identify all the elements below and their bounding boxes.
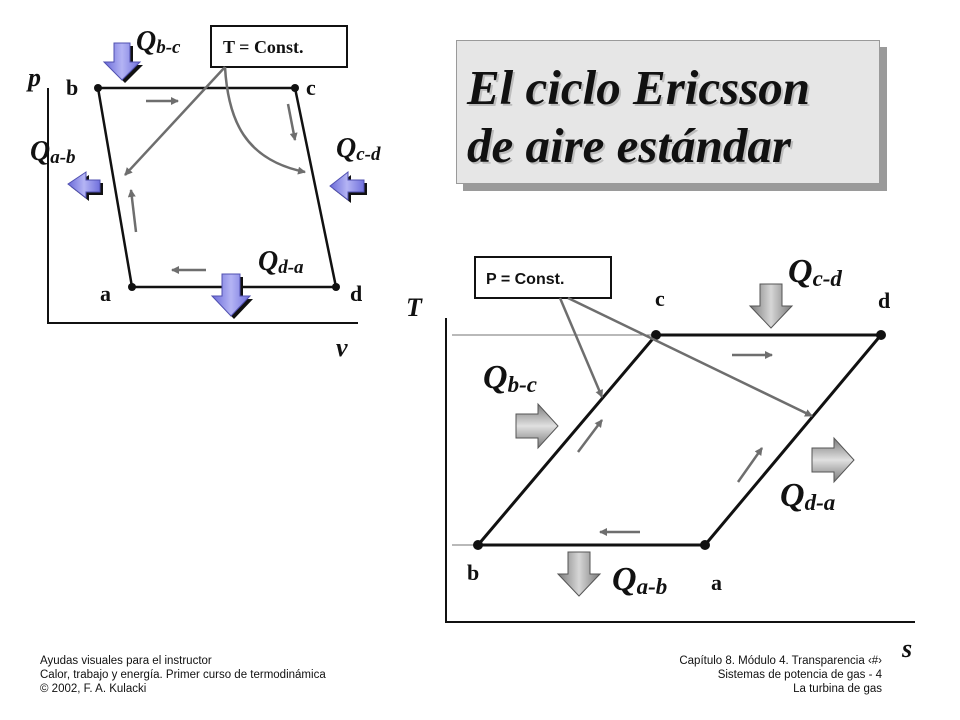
title-line-1: El ciclo Ericsson bbox=[467, 60, 811, 115]
pv-label-b: b bbox=[66, 75, 78, 100]
ts-callout-line-1 bbox=[558, 297, 604, 398]
pv-direction-arrow-ab bbox=[127, 189, 138, 233]
pv-diagram: p v b c d a T = Const. bbox=[26, 25, 381, 362]
footer-right-line-1: Capítulo 8. Módulo 4. Transparencia ‹#› bbox=[679, 655, 882, 667]
footer-left-line-1: Ayudas visuales para el instructor bbox=[40, 655, 212, 667]
ts-heat-arrow-ab bbox=[556, 551, 602, 597]
pv-point-b bbox=[94, 84, 102, 92]
ts-diagram: T s c d b a P = Const. bbox=[406, 253, 915, 663]
ts-axis-label-s: s bbox=[901, 634, 912, 663]
ts-heat-label-bc: Qb-c bbox=[483, 359, 537, 397]
ts-direction-arrow-da bbox=[736, 447, 764, 483]
ts-label-c: c bbox=[655, 286, 665, 311]
pv-point-d bbox=[332, 283, 340, 291]
pv-heat-arrow-cd bbox=[329, 170, 367, 203]
ts-constant-label: P = Const. bbox=[486, 271, 564, 288]
ts-point-c bbox=[651, 330, 661, 340]
ts-point-d bbox=[876, 330, 886, 340]
footer-right-line-3: La turbina de gas bbox=[793, 683, 882, 695]
pv-label-c: c bbox=[306, 75, 316, 100]
ts-point-a bbox=[700, 540, 710, 550]
pv-heat-arrow-ab bbox=[67, 171, 103, 201]
pv-heat-arrow-da bbox=[210, 273, 253, 319]
footer-right: Capítulo 8. Módulo 4. Transparencia ‹#› … bbox=[679, 654, 882, 696]
footer-right-line-2: Sistemas de potencia de gas - 4 bbox=[717, 669, 882, 681]
pv-heat-label-bc: Qb-c bbox=[136, 26, 181, 58]
ts-direction-arrow-bc bbox=[577, 419, 603, 453]
pv-heat-label-da: Qd-a bbox=[258, 246, 304, 278]
pv-callout-line-1 bbox=[124, 66, 226, 176]
title-box: El ciclo Ericsson de aire estándar bbox=[456, 40, 880, 184]
ts-callout-line-2 bbox=[567, 296, 813, 418]
ts-label-d: d bbox=[878, 288, 890, 313]
title-line-2: de aire estándar bbox=[467, 118, 791, 173]
footer-left: Ayudas visuales para el instructor Calor… bbox=[40, 654, 326, 696]
footer-left-line-2: Calor, trabajo y energía. Primer curso d… bbox=[40, 669, 326, 681]
pv-constant-label: T = Const. bbox=[223, 37, 303, 57]
pv-heat-label-ab: Qa-b bbox=[30, 136, 76, 168]
ts-axis-label-T: T bbox=[406, 293, 423, 322]
pv-heat-label-cd: Qc-d bbox=[336, 133, 381, 165]
ts-heat-arrow-cd bbox=[748, 283, 794, 329]
pv-direction-arrow-cd bbox=[286, 103, 298, 141]
ts-heat-arrow-da bbox=[811, 436, 855, 484]
pv-axis-label-p: p bbox=[26, 63, 41, 92]
ts-point-b bbox=[473, 540, 483, 550]
footer-left-line-3: © 2002, F. A. Kulacki bbox=[40, 683, 147, 695]
pv-point-a bbox=[128, 283, 136, 291]
pv-label-d: d bbox=[350, 281, 362, 306]
ts-heat-label-ab: Qa-b bbox=[612, 561, 667, 599]
pv-point-c bbox=[291, 84, 299, 92]
pv-isotherm-curve bbox=[223, 66, 306, 175]
pv-constant-box bbox=[210, 25, 348, 68]
pv-heat-arrow-bc bbox=[102, 42, 143, 83]
ts-label-a: a bbox=[711, 570, 722, 595]
ts-heat-label-cd: Qc-d bbox=[788, 253, 842, 291]
ts-heat-label-da: Qd-a bbox=[780, 477, 835, 515]
pv-axis-label-v: v bbox=[336, 333, 348, 362]
ts-label-b: b bbox=[467, 560, 479, 585]
pv-label-a: a bbox=[100, 281, 111, 306]
ts-heat-arrow-bc bbox=[515, 402, 559, 450]
ts-constant-box bbox=[474, 256, 612, 299]
